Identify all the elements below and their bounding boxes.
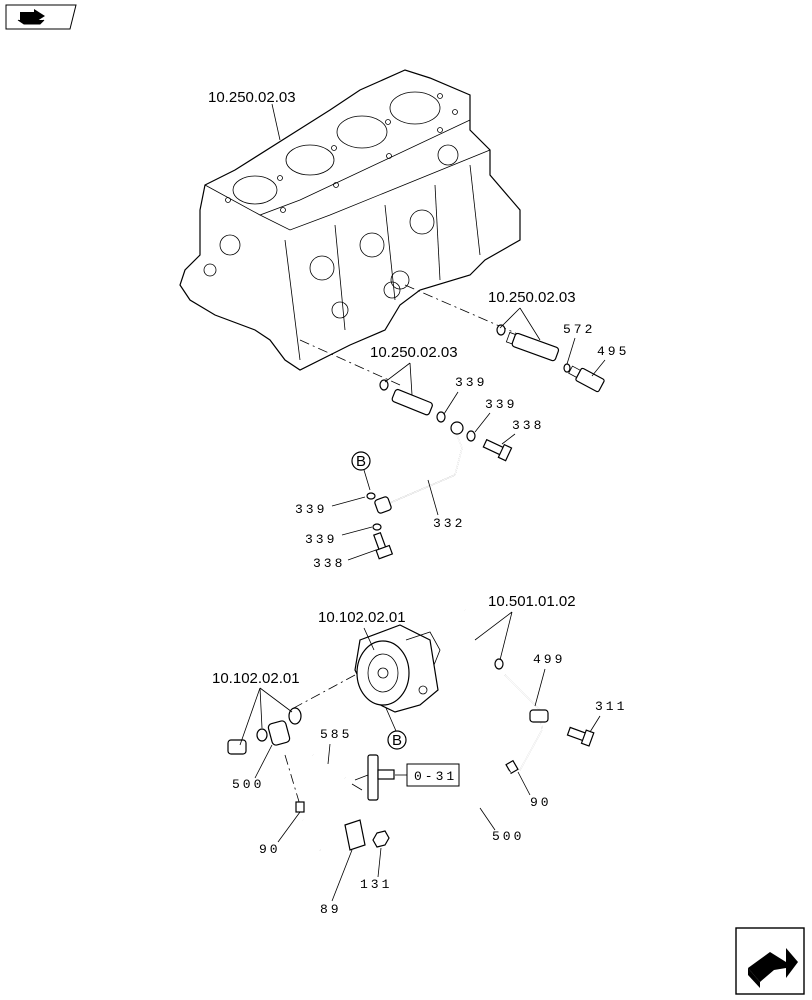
callout-339-d: 339 [305, 532, 337, 547]
svg-text:0-31: 0-31 [414, 769, 457, 784]
callout-495: 495 [597, 344, 629, 359]
callout-338-a: 338 [512, 418, 544, 433]
ref-hose: 10.501.01.02 [488, 593, 576, 610]
vacuum-lines [284, 608, 595, 854]
ref-pump-top: 10.102.02.01 [318, 609, 406, 626]
next-page-icon[interactable] [735, 927, 805, 995]
callout-131: 131 [360, 877, 392, 892]
ref-pump-left: 10.102.02.01 [212, 670, 300, 687]
ref-block-top: 10.250.02.03 [208, 89, 296, 106]
reference-box-031[interactable]: 0-31 [406, 763, 460, 787]
callout-339-b: 339 [485, 397, 517, 412]
ref-block-left: 10.250.02.03 [370, 344, 458, 361]
callout-499: 499 [533, 652, 565, 667]
callout-338-b: 338 [313, 556, 345, 571]
ref-block-right: 10.250.02.03 [488, 289, 576, 306]
callout-500-a: 500 [232, 777, 264, 792]
callout-339-c: 339 [295, 502, 327, 517]
callout-311: 311 [595, 699, 627, 714]
marker-b-top: B [351, 451, 371, 471]
vacuum-pump [227, 624, 441, 755]
callout-500-b: 500 [492, 829, 524, 844]
pipe-fitting-assembly [299, 339, 513, 560]
svg-text:B: B [392, 732, 402, 749]
callout-339-a: 339 [455, 375, 487, 390]
engine-block [179, 69, 521, 371]
callout-585: 585 [320, 727, 352, 742]
callout-572: 572 [563, 322, 595, 337]
callout-90-a: 90 [530, 795, 552, 810]
callout-332: 332 [433, 516, 465, 531]
svg-text:B: B [356, 453, 366, 470]
marker-b-pump: B [387, 730, 407, 750]
previous-page-icon[interactable] [5, 4, 77, 30]
callout-89: 89 [320, 902, 342, 917]
callout-90-b: 90 [259, 842, 281, 857]
